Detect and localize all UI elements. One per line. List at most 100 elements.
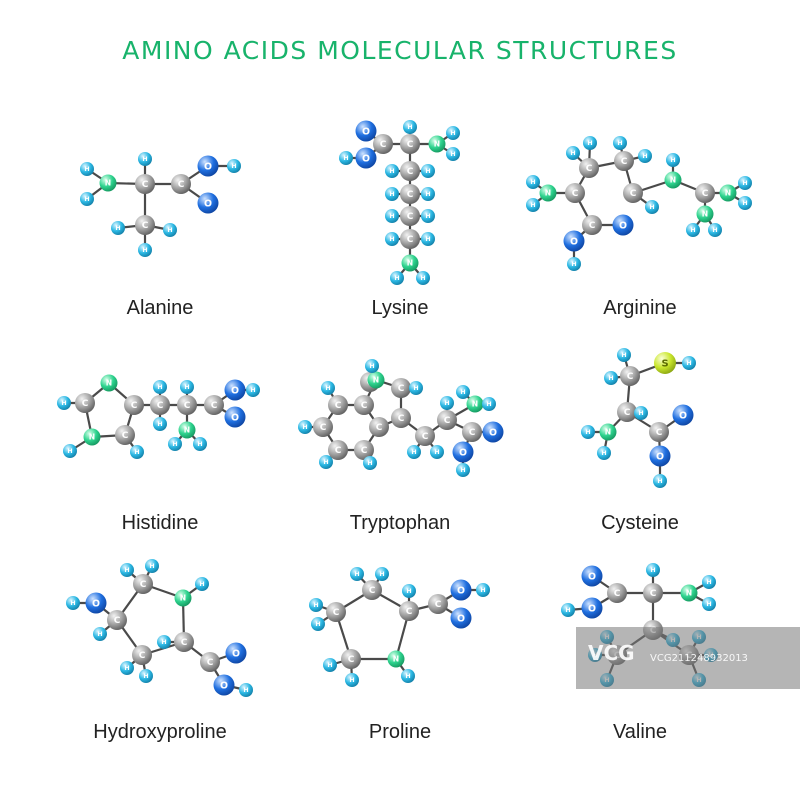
atom-symbol: H: [389, 213, 394, 220]
atom-carbon: C: [462, 422, 482, 442]
atom-symbol: N: [373, 376, 379, 385]
atom-hydrogen: H: [163, 223, 177, 237]
atom-sphere: [328, 395, 348, 415]
atom-nitrogen: N: [401, 254, 419, 272]
atom-symbol: H: [530, 202, 535, 209]
atom-sphere: [400, 184, 420, 204]
atom-symbol: O: [457, 613, 465, 624]
atom-sphere: [437, 410, 457, 430]
atom-symbol: H: [389, 236, 394, 243]
atom-symbol: N: [725, 189, 731, 198]
atom-symbol: N: [89, 433, 95, 442]
atom-carbon: C: [354, 440, 374, 460]
atom-carbon: C: [617, 402, 637, 422]
atom-symbol: C: [586, 164, 593, 174]
atom-sphere: [99, 174, 117, 192]
atom-sphere: [399, 601, 419, 621]
atom-hydrogen: H: [446, 147, 460, 161]
atom-sphere: [539, 184, 557, 202]
atom-hydrogen: H: [638, 149, 652, 163]
atom-symbol: H: [394, 275, 399, 282]
atom-sphere: [738, 196, 752, 210]
atom-hydrogen: H: [421, 232, 435, 246]
atom-sphere: [617, 348, 631, 362]
atom-sphere: [385, 232, 399, 246]
atom-symbol: H: [161, 639, 166, 646]
atom-symbol: C: [140, 580, 147, 590]
atom-sphere: [321, 381, 335, 395]
atom-sphere: [476, 583, 490, 597]
atom-sphere: [180, 380, 194, 394]
atom-sphere: [153, 380, 167, 394]
atom-nitrogen: N: [178, 421, 196, 439]
atom-oxygen: O: [612, 214, 634, 236]
atom-sphere: [617, 402, 637, 422]
atom-sphere: [350, 567, 364, 581]
atom-symbol: O: [588, 603, 596, 614]
atom-sphere: [402, 584, 416, 598]
atom-oxygen: O: [197, 155, 219, 177]
atom-symbol: H: [670, 157, 675, 164]
atom-carbon: C: [174, 632, 194, 652]
atom-sphere: [686, 223, 700, 237]
atom-sphere: [246, 383, 260, 397]
atom-sphere: [365, 359, 379, 373]
atom-symbol: H: [617, 140, 622, 147]
atom-hydrogen: H: [80, 162, 94, 176]
atom-carbon: C: [582, 215, 602, 235]
atom-sphere: [80, 192, 94, 206]
atom-sphere: [177, 395, 197, 415]
atom-symbol: H: [425, 191, 430, 198]
atom-symbol: H: [621, 352, 626, 359]
atom-sphere: [638, 149, 652, 163]
atom-symbol: H: [690, 227, 695, 234]
atom-nitrogen: N: [83, 428, 101, 446]
atom-symbol: O: [92, 598, 100, 609]
atom-symbol: H: [325, 385, 330, 392]
atom-symbol: H: [413, 385, 418, 392]
atom-hydrogen: H: [227, 159, 241, 173]
atom-symbol: C: [178, 180, 185, 190]
atom-hydrogen: H: [80, 192, 94, 206]
atom-hydrogen: H: [193, 437, 207, 451]
atom-symbol: C: [406, 607, 413, 617]
atom-sphere: [138, 243, 152, 257]
atom-sphere: [612, 214, 634, 236]
watermark-logo: VCG: [588, 641, 635, 665]
atom-symbol: N: [605, 428, 611, 437]
atom-oxygen: O: [355, 147, 377, 169]
atom-sphere: [168, 437, 182, 451]
atom-carbon: C: [115, 425, 135, 445]
atom-hydrogen: H: [702, 575, 716, 589]
atom-sphere: [150, 395, 170, 415]
atom-symbol: C: [380, 140, 387, 150]
atom-hydrogen: H: [682, 356, 696, 370]
atom-sphere: [387, 650, 405, 668]
atom-sphere: [403, 120, 417, 134]
atom-sphere: [654, 352, 676, 374]
atom-sphere: [369, 417, 389, 437]
atom-sphere: [566, 146, 580, 160]
atom-symbol: H: [349, 677, 354, 684]
atom-carbon: C: [565, 183, 585, 203]
atom-symbol: H: [167, 227, 172, 234]
atom-symbol: H: [250, 387, 255, 394]
atom-sphere: [391, 408, 411, 428]
atom-sphere: [708, 223, 722, 237]
atom-symbol: N: [472, 400, 478, 409]
atom-sphere: [482, 397, 496, 411]
atom-hydrogen: H: [738, 196, 752, 210]
atom-symbol: C: [614, 589, 621, 599]
atom-sphere: [120, 563, 134, 577]
atom-carbon: C: [399, 601, 419, 621]
atom-hydrogen: H: [686, 223, 700, 237]
atom-symbol: C: [656, 428, 663, 438]
atom-symbol: H: [70, 600, 75, 607]
molecule-label-cysteine: Cysteine: [601, 512, 679, 534]
atom-hydrogen: H: [153, 380, 167, 394]
atom-symbol: H: [686, 360, 691, 367]
